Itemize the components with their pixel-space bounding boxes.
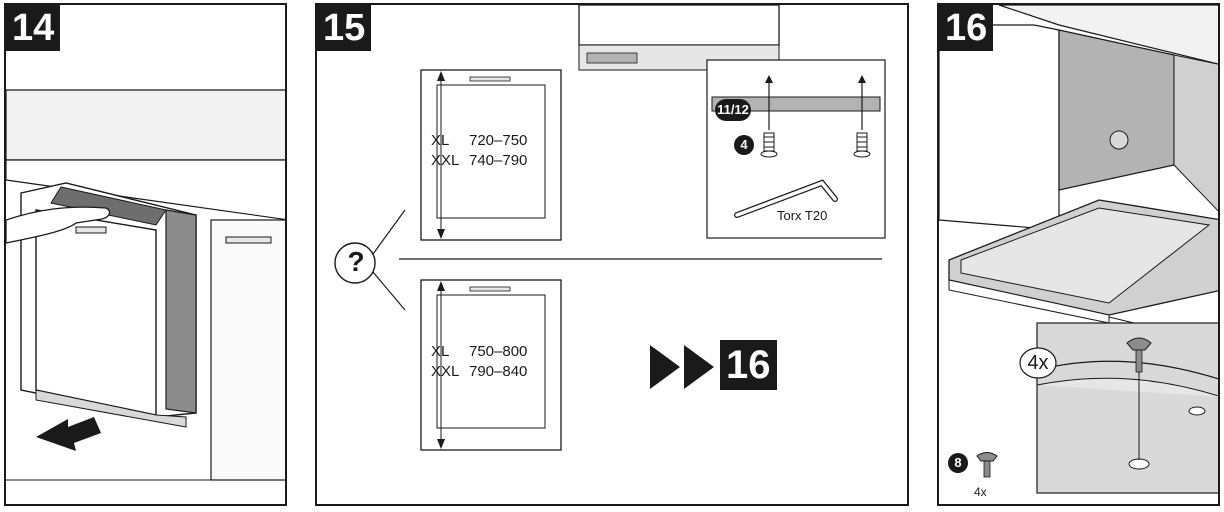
plug-icon: [1126, 337, 1152, 351]
cabinet-left: [939, 24, 1060, 231]
top-insulation: [50, 186, 167, 226]
step-14-panel: 14: [4, 3, 287, 506]
step-15-illustration: [334, 5, 886, 451]
callout-part-number: 11/12: [715, 99, 751, 121]
cabinet-right: [210, 219, 285, 481]
part-quantity-label: 4x: [974, 485, 987, 499]
dishwasher-door: [35, 209, 157, 416]
mounting-bracket: [711, 96, 881, 112]
goto-arrow-icon: [684, 345, 714, 389]
detail-box: [1036, 322, 1218, 494]
step-number: 14: [6, 5, 61, 51]
screw-icon: [760, 132, 778, 158]
screw-icon: [853, 132, 871, 158]
push-arrow-icon: [36, 417, 101, 451]
door-handle: [469, 286, 511, 292]
tub-interior: [1058, 29, 1175, 191]
countertop-front: [6, 159, 285, 221]
step-16-panel: 16 4x 8 4x: [937, 3, 1220, 506]
dishwasher-top-view: [578, 5, 780, 46]
step-16-illustration: [939, 5, 1218, 494]
step-number: 15: [317, 5, 372, 51]
question-mark: ?: [347, 246, 365, 277]
cabinet-handle: [225, 236, 272, 244]
step-15-panel: 15: [315, 3, 909, 506]
door-handle: [75, 226, 107, 234]
tool-label: Torx T20: [777, 208, 828, 223]
step-number: 16: [939, 5, 994, 51]
countertop: [6, 89, 285, 161]
spray-arm-icon: [1109, 130, 1129, 150]
goto-step-number: 16: [720, 340, 777, 390]
step-14-illustration: [6, 89, 285, 481]
callout-screw-number: 4: [734, 135, 754, 155]
plug-part-icon: [976, 452, 998, 462]
side-insulation: [165, 209, 197, 414]
quantity-label: 4x: [1027, 352, 1049, 374]
hand-icon: [6, 206, 111, 244]
question-circle: [334, 242, 376, 284]
quantity-circle: [1019, 347, 1057, 379]
part-callout-number: 8: [948, 453, 968, 473]
base-plinth: [35, 389, 187, 428]
goto-arrow-icon: [650, 345, 680, 389]
door-handle: [469, 76, 511, 82]
